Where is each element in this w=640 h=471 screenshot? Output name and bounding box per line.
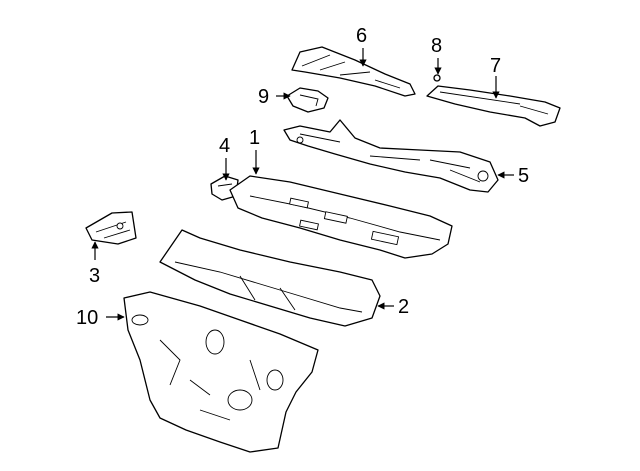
callout-1: 1 [249, 127, 260, 149]
part-1-cowl-top[interactable] [229, 175, 453, 259]
part-8-clip[interactable] [433, 74, 441, 82]
part-10-dash-panel[interactable] [123, 291, 319, 453]
callout-3: 3 [89, 265, 100, 287]
callout-2: 2 [398, 296, 409, 318]
part-5-reinforcement[interactable] [283, 119, 499, 193]
part-2-cowl-lower[interactable] [159, 229, 381, 327]
callout-9: 9 [258, 86, 269, 108]
callout-10: 10 [76, 307, 98, 329]
callout-5: 5 [518, 165, 529, 187]
callout-8: 8 [431, 35, 442, 57]
callout-6: 6 [356, 25, 367, 47]
part-3-side-bracket[interactable] [85, 211, 137, 245]
callout-7: 7 [490, 55, 501, 77]
callout-4: 4 [219, 135, 230, 157]
part-9-bracket[interactable] [286, 87, 329, 113]
part-7-cowl-panel-right[interactable] [426, 85, 561, 127]
part-6-cowl-panel-left[interactable] [291, 46, 416, 97]
